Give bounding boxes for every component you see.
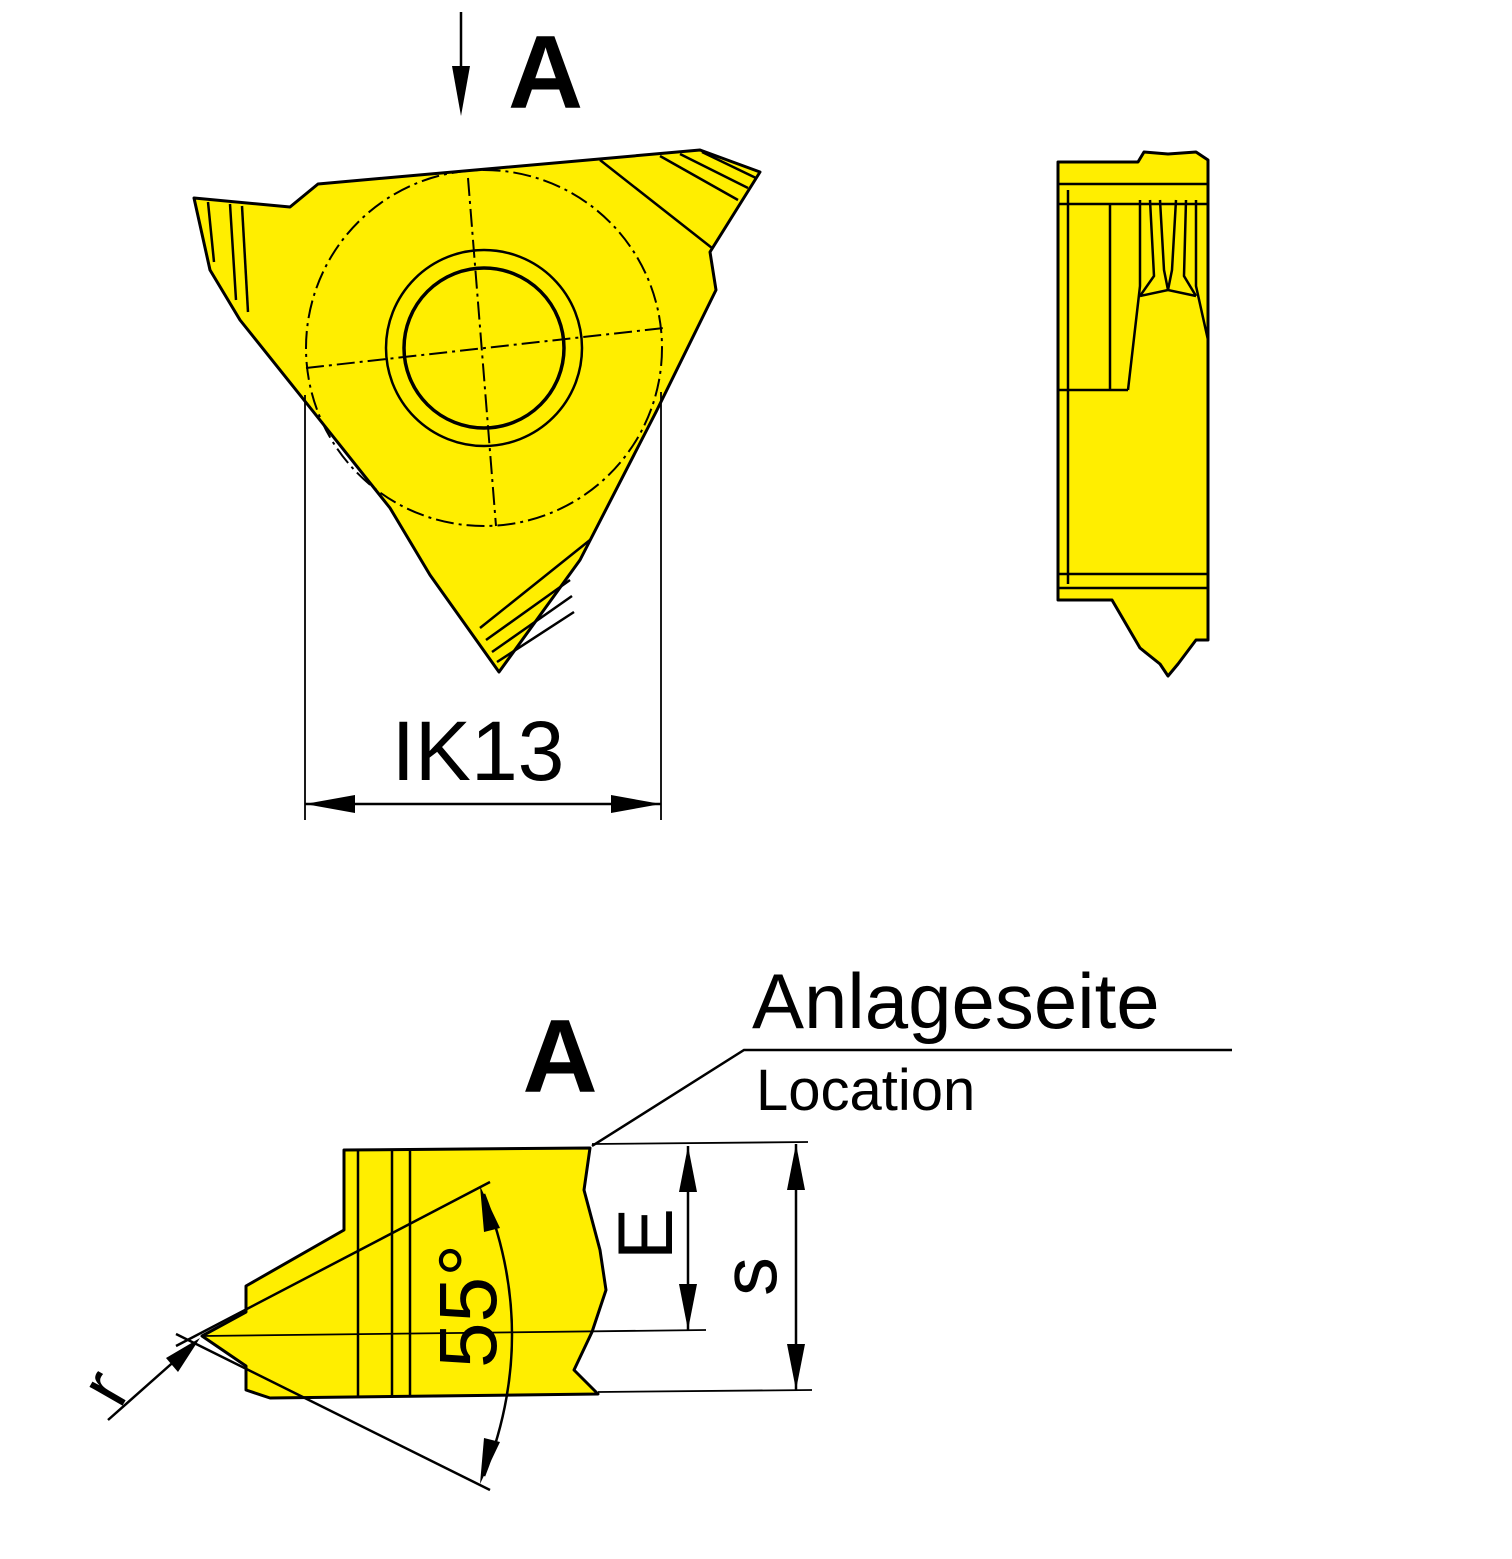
- radius-label: r: [65, 1357, 146, 1418]
- hole-counterbore: [384, 248, 584, 448]
- flank-line: [1138, 199, 1156, 297]
- mounting-hole: [402, 266, 566, 430]
- e-label: E: [601, 1208, 689, 1260]
- ik-arrow-right: [611, 795, 661, 813]
- edge-bevel-line: [599, 159, 713, 249]
- insert-top-body: [192, 148, 762, 674]
- flank-line: [1139, 288, 1197, 298]
- edge-bevel-line: [228, 203, 238, 301]
- view-arrow-head: [452, 66, 470, 116]
- edge-bevel-line: [206, 201, 216, 263]
- ik-arrow-left: [305, 795, 355, 813]
- center-line-horizontal: [305, 327, 665, 369]
- section-view: A Anlageseite Location 55° r E: [65, 957, 1232, 1492]
- edge-bevel-line: [496, 610, 575, 664]
- tip-axis-line: [201, 1329, 707, 1337]
- location-label-de: Anlageseite: [752, 957, 1160, 1045]
- center-line-vertical: [467, 177, 497, 527]
- inscribed-circle: [305, 169, 663, 527]
- angle-arrow-bottom: [480, 1438, 500, 1484]
- e-arrow-top: [679, 1146, 697, 1192]
- edge-bevel-line: [479, 539, 591, 629]
- angle-leg-lower: [175, 1332, 491, 1492]
- insert-profile-body: [200, 1146, 608, 1400]
- section-marker-a: A: [522, 999, 597, 1115]
- edge-bevel-line: [659, 154, 739, 202]
- radius-arrow: [166, 1338, 200, 1372]
- angle-arc: [482, 1193, 514, 1477]
- e-arrow-bottom: [679, 1284, 697, 1330]
- flank-line: [1182, 199, 1198, 297]
- edge-bevel-line: [679, 152, 749, 190]
- ik-dimension-label: IK13: [392, 704, 565, 798]
- location-label-en: Location: [756, 1058, 975, 1123]
- top-extension-line: [591, 1141, 809, 1145]
- edge-bevel-line: [485, 578, 571, 642]
- s-arrow-top: [787, 1144, 805, 1190]
- edge-bevel-line: [240, 205, 250, 313]
- angle-leg-upper: [175, 1180, 491, 1348]
- edge-bevel-line: [491, 594, 573, 654]
- edge-bevel-line: [701, 150, 757, 180]
- side-view: [1056, 150, 1210, 678]
- flank-line: [1126, 200, 1142, 391]
- bottom-extension-line: [597, 1389, 813, 1393]
- view-marker-a: A: [508, 15, 583, 131]
- location-leader: [591, 1048, 1232, 1148]
- flank-line: [1194, 200, 1210, 341]
- angle-arrow-top: [480, 1186, 500, 1232]
- angle-label: 55°: [423, 1244, 514, 1368]
- top-view: A IK13: [192, 12, 762, 820]
- s-label: s: [705, 1257, 793, 1296]
- s-arrow-bottom: [787, 1344, 805, 1390]
